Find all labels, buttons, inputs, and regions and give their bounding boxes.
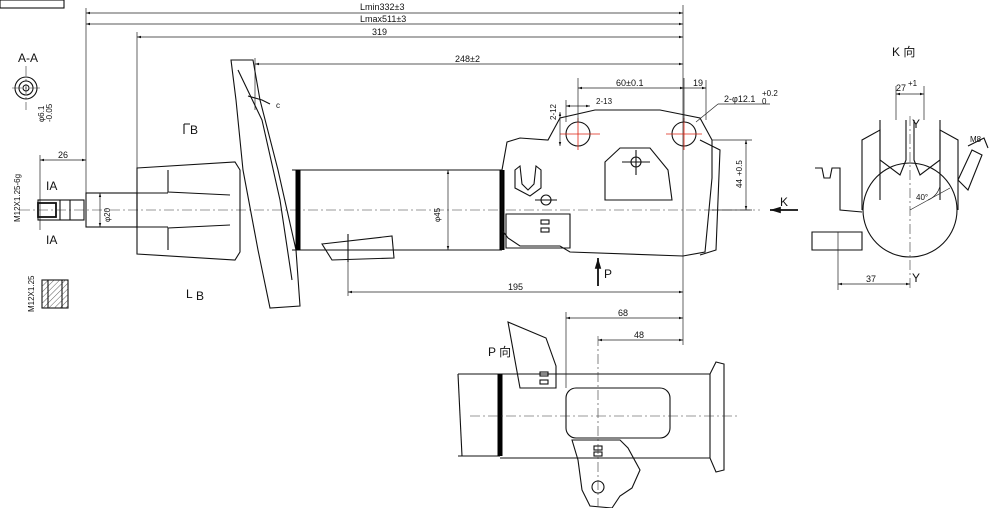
dim-2-phi-tol-bot: 0 [762, 97, 767, 106]
aa-tol: -0.05 [45, 103, 54, 122]
p-view-label: P 向 [488, 344, 511, 359]
section-aa-label: A-A [18, 51, 38, 65]
rod-thread-end: 26 M12X1.25-6g IA IA φ20 [13, 150, 760, 247]
dim-195: 195 [508, 282, 523, 292]
view-arrows: K P [594, 195, 798, 286]
dim-lmax: Lmax511±3 [360, 14, 406, 24]
nut-detail: M12X1.25 [27, 275, 69, 312]
section-aa: A-A φ6.1 -0.05 [12, 51, 54, 122]
thread-main: M12X1.25-6g [13, 174, 22, 222]
arrow-p-label: P [604, 267, 612, 281]
thread-nut: M12X1.25 [27, 275, 36, 312]
p-view: P 向 68 48 [457, 308, 740, 508]
y-top-label: Y [912, 117, 920, 131]
ia-bot: IA [46, 233, 57, 247]
dim-60: 60±0.1 [616, 78, 643, 88]
label-b-top: B [190, 123, 198, 137]
dim-2-12: 2-12 [549, 103, 558, 120]
dim-26: 26 [58, 150, 68, 160]
m8-label: M8 [970, 135, 982, 144]
overall-length-dims: Lmin332±3 Lmax511±3 319 248±2 [85, 2, 684, 345]
dim-phi20: φ20 [103, 207, 112, 222]
knuckle-dims: 60±0.1 19 2-13 2-12 2-φ12.1 +0.2 0 44 +0… [549, 78, 778, 211]
spring-seat: c [230, 59, 301, 309]
dim-44-tol: +0.5 [735, 160, 744, 176]
top-mount: B L B [136, 123, 241, 303]
dim-40deg: 40° [916, 193, 928, 202]
dim-2-13: 2-13 [596, 97, 613, 106]
dim-27-tol: +1 [908, 79, 918, 88]
k-view-label: K 向 [892, 44, 915, 59]
dim-27: 27 [896, 83, 906, 93]
dim-48: 48 [634, 330, 644, 340]
dim-19: 19 [693, 78, 703, 88]
label-b-bot: B [196, 289, 204, 303]
dim-319: 319 [372, 27, 387, 37]
dim-phi45: φ45 [433, 207, 442, 222]
dim-248: 248±2 [455, 54, 480, 64]
aa-dim: φ6.1 [37, 105, 46, 122]
c-mark: c [276, 101, 280, 110]
k-view: K 向 37 M8 40° 27 +1 Y Y [811, 44, 989, 290]
dim-2-phi: 2-φ12.1 [724, 94, 755, 104]
dim-44: 44 [735, 179, 744, 188]
dim-lmin: Lmin332±3 [360, 2, 404, 12]
dim-68: 68 [618, 308, 628, 318]
ia-top: IA [46, 179, 57, 193]
dim-37: 37 [866, 274, 876, 284]
cylinder-body: φ45 195 [292, 169, 683, 296]
label-l-bot: L [186, 287, 193, 301]
knuckle-bracket [501, 109, 721, 257]
header-box [0, 0, 65, 9]
y-bot-label: Y [912, 271, 920, 285]
dim-2-phi-tol-top: +0.2 [762, 89, 778, 98]
arrow-k-label: K [780, 195, 788, 209]
